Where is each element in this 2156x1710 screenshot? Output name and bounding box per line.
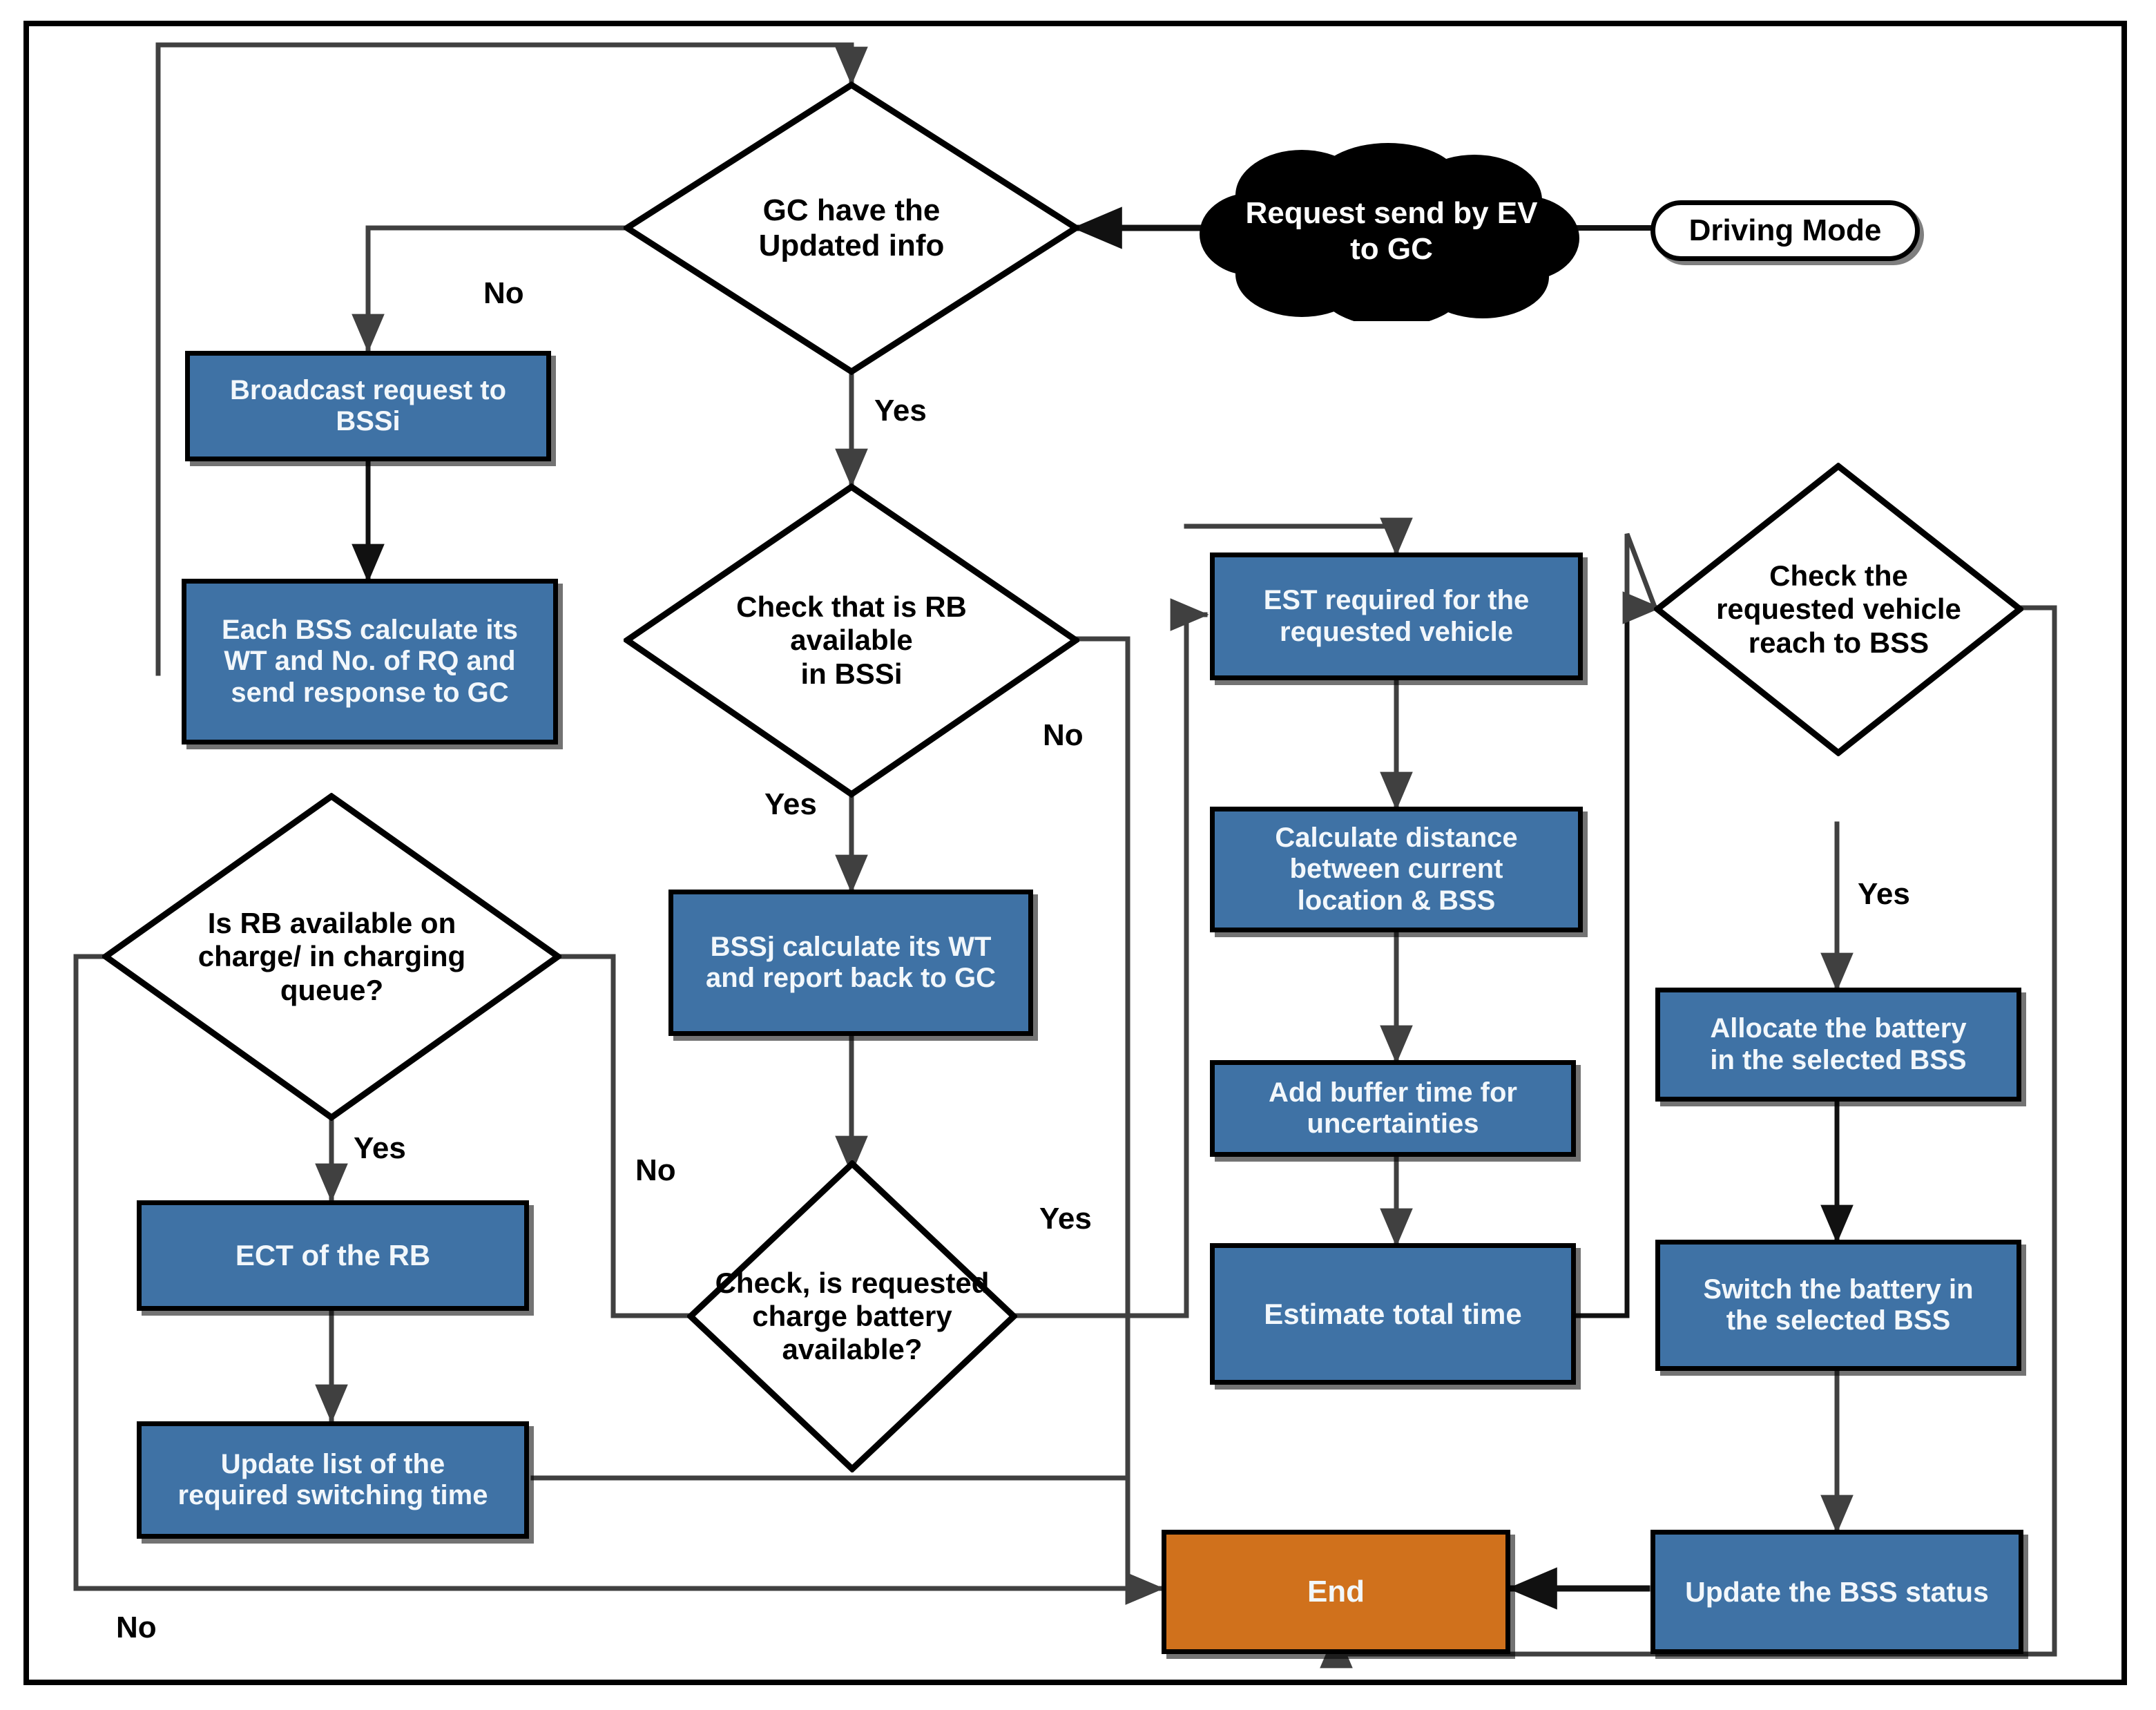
each-bss-line-1: Each BSS calculate its <box>221 615 519 646</box>
check-rb-line-3: in BSSi <box>800 657 903 690</box>
gc-updated-line-2: Updated info <box>758 228 945 262</box>
edge-label-check-rb-no: No <box>1043 718 1084 752</box>
ect-line-1: ECT of the RB <box>235 1239 431 1272</box>
node-request-cloud[interactable]: Request send by EV to GC <box>1198 142 1585 321</box>
est-line-2: requested vehicle <box>1280 616 1513 647</box>
driving-mode-label: Driving Mode <box>1688 213 1882 247</box>
node-check-charge-battery[interactable]: Check, is requested charge battery avail… <box>687 1160 1017 1472</box>
node-gc-updated-info[interactable]: GC have the Updated info <box>624 81 1079 375</box>
cloud-shape <box>1200 143 1579 321</box>
broadcast-line-1: Broadcast request to <box>229 374 507 405</box>
update-bss-line-1: Update the BSS status <box>1685 1575 1989 1608</box>
node-each-bss-calculate[interactable]: Each BSS calculate its WT and No. of RQ … <box>182 579 558 744</box>
edge-label-is-rb-no: No <box>116 1611 157 1644</box>
node-driving-mode[interactable]: Driving Mode <box>1650 200 1920 261</box>
broadcast-line-2: BSSi <box>336 406 401 436</box>
edge-label-check-rb-yes: Yes <box>764 787 817 821</box>
allocate-line-2: in the selected BSS <box>1710 1044 1967 1075</box>
node-is-rb-on-charge[interactable]: Is RB available on charge/ in charging q… <box>102 793 561 1121</box>
node-end[interactable]: End <box>1162 1530 1510 1654</box>
check-rb-line-1: Check that is RB <box>736 590 967 624</box>
estimate-line-1: Estimate total time <box>1264 1297 1522 1330</box>
check-batt-line-2: charge battery <box>752 1299 952 1332</box>
est-line-1: EST required for the <box>1263 585 1530 616</box>
check-reach-line-3: reach to BSS <box>1748 626 1929 659</box>
update-list-line-2: required switching time <box>177 1480 488 1510</box>
bssj-line-1: BSSj calculate its WT <box>710 931 992 962</box>
each-bss-line-2: WT and No. of RQ and <box>224 646 516 677</box>
node-est-required[interactable]: EST required for the requested vehicle <box>1210 553 1583 680</box>
node-estimate-total-time[interactable]: Estimate total time <box>1210 1243 1576 1385</box>
node-switch-battery[interactable]: Switch the battery in the selected BSS <box>1655 1240 2021 1371</box>
node-bssj-calculate[interactable]: BSSj calculate its WT and report back to… <box>668 890 1033 1036</box>
edge-label-gc-yes: Yes <box>874 394 927 428</box>
is-rb-line-3: queue? <box>280 973 384 1006</box>
bssj-line-2: and report back to GC <box>705 963 997 993</box>
edge-label-reach-yes: Yes <box>1858 877 1910 911</box>
switch-line-2: the selected BSS <box>1726 1305 1951 1336</box>
is-rb-line-1: Is RB available on <box>207 907 456 940</box>
switch-line-1: Switch the battery in <box>1703 1274 1974 1305</box>
gc-updated-line-1: GC have the <box>762 193 941 227</box>
node-check-vehicle-reach[interactable]: Check the requested vehicle reach to BSS <box>1654 463 2023 756</box>
buffer-line-2: uncertainties <box>1307 1108 1479 1139</box>
buffer-line-1: Add buffer time for <box>1269 1077 1517 1108</box>
node-ect-of-rb[interactable]: ECT of the RB <box>137 1200 529 1311</box>
allocate-line-1: Allocate the battery <box>1710 1013 1967 1044</box>
edge-label-is-rb-yes: Yes <box>354 1131 406 1165</box>
edge-label-gc-no: No <box>483 276 524 310</box>
edge-label-charge-batt-yes: Yes <box>1039 1202 1092 1236</box>
node-check-rb-available[interactable]: Check that is RB available in BSSi <box>624 483 1079 798</box>
node-allocate-battery[interactable]: Allocate the battery in the selected BSS <box>1655 988 2021 1102</box>
check-batt-line-1: Check, is requested <box>715 1266 990 1299</box>
each-bss-line-3: send response to GC <box>231 677 509 708</box>
cloud-line-2: to GC <box>1350 232 1433 266</box>
end-label: End <box>1307 1575 1365 1609</box>
check-reach-line-1: Check the <box>1769 559 1908 593</box>
is-rb-line-2: charge/ in charging <box>198 940 466 973</box>
calc-dist-line-3: location & BSS <box>1297 885 1496 916</box>
check-rb-line-2: available <box>790 624 913 657</box>
calc-dist-line-1: Calculate distance <box>1275 823 1518 854</box>
update-list-line-1: Update list of the <box>220 1448 445 1479</box>
node-broadcast-request[interactable]: Broadcast request to BSSi <box>185 351 551 461</box>
node-update-switching-list[interactable]: Update list of the required switching ti… <box>137 1421 529 1539</box>
cloud-line-1: Request send by EV <box>1245 196 1538 231</box>
node-calculate-distance[interactable]: Calculate distance between current locat… <box>1210 807 1583 932</box>
calc-dist-line-2: between current <box>1289 854 1503 885</box>
node-update-bss-status[interactable]: Update the BSS status <box>1650 1530 2023 1654</box>
check-batt-line-3: available? <box>782 1333 923 1366</box>
check-reach-line-2: requested vehicle <box>1716 593 1961 626</box>
node-add-buffer-time[interactable]: Add buffer time for uncertainties <box>1210 1060 1576 1157</box>
edge-label-charge-batt-no: No <box>635 1153 676 1187</box>
